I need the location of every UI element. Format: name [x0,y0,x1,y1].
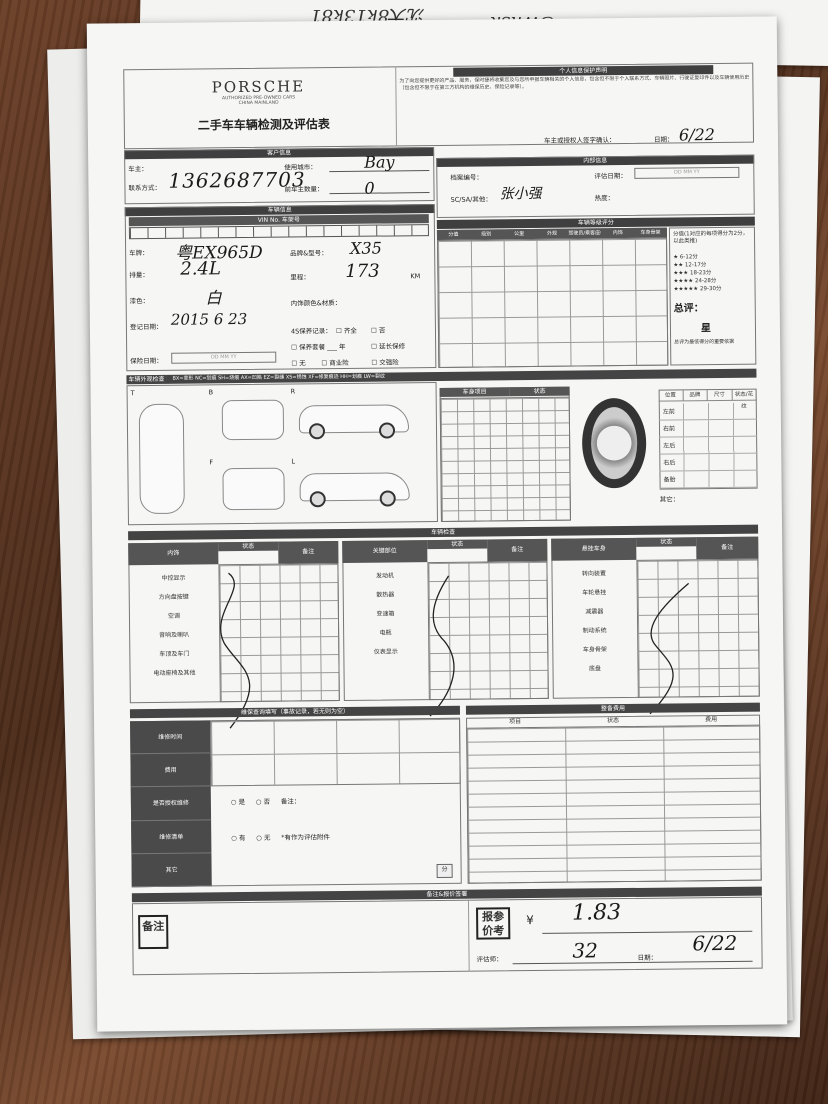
maintenance-row-label: 其它 [131,853,212,888]
maintenance-row-label: 维修清单 [131,819,212,854]
currency: ¥ [526,913,534,928]
key-scribble [429,575,455,717]
list-yes-text: 有 [238,834,246,843]
auth-remark: 备注： [280,797,301,806]
auth-no-text: 否 [263,797,271,806]
evaluation-sheet: PORSCHE AUTHORIZED PRE-OWNED CARS CHINA … [86,16,788,1032]
auth-yes[interactable]: ○ 是 [230,798,246,807]
pen-scribbles [220,572,690,729]
remark-label: 备注 [138,914,169,950]
quote-label: 报参价考 [476,907,511,940]
evaluator-label: 评估师： [476,955,503,964]
list-yes[interactable]: ○ 有 [231,834,246,843]
quote-value: 1.83 [571,900,622,926]
refurb-grid [466,724,762,884]
list-no-text: 无 [263,833,271,842]
evaluator-value: 32 [572,938,599,963]
maintenance-row-label: 费用 [130,753,211,788]
maint-page-icon: 分 [436,863,453,879]
maintenance-row-label: 是否授权维修 [130,786,212,821]
footer-date-value: 6/22 [692,930,738,956]
footer-box [131,896,763,976]
list-no[interactable]: ○ 无 [256,833,271,842]
maintenance-row-label: 维修时间 [130,720,211,755]
list-note: *有作为评估附件 [281,833,331,842]
evaluation-form: PORSCHE AUTHORIZED PRE-OWNED CARS CHINA … [123,62,763,1010]
footer-date-label: 日期： [637,953,658,962]
auth-yes-text: 是 [238,798,246,807]
auth-no[interactable]: ○ 否 [255,797,271,806]
chassis-scribble [649,582,690,715]
interior-scribble [220,572,251,729]
maintenance-rows: 维修时间费用是否授权维修维修清单其它 [130,720,212,888]
maint-time-grid [210,717,461,787]
